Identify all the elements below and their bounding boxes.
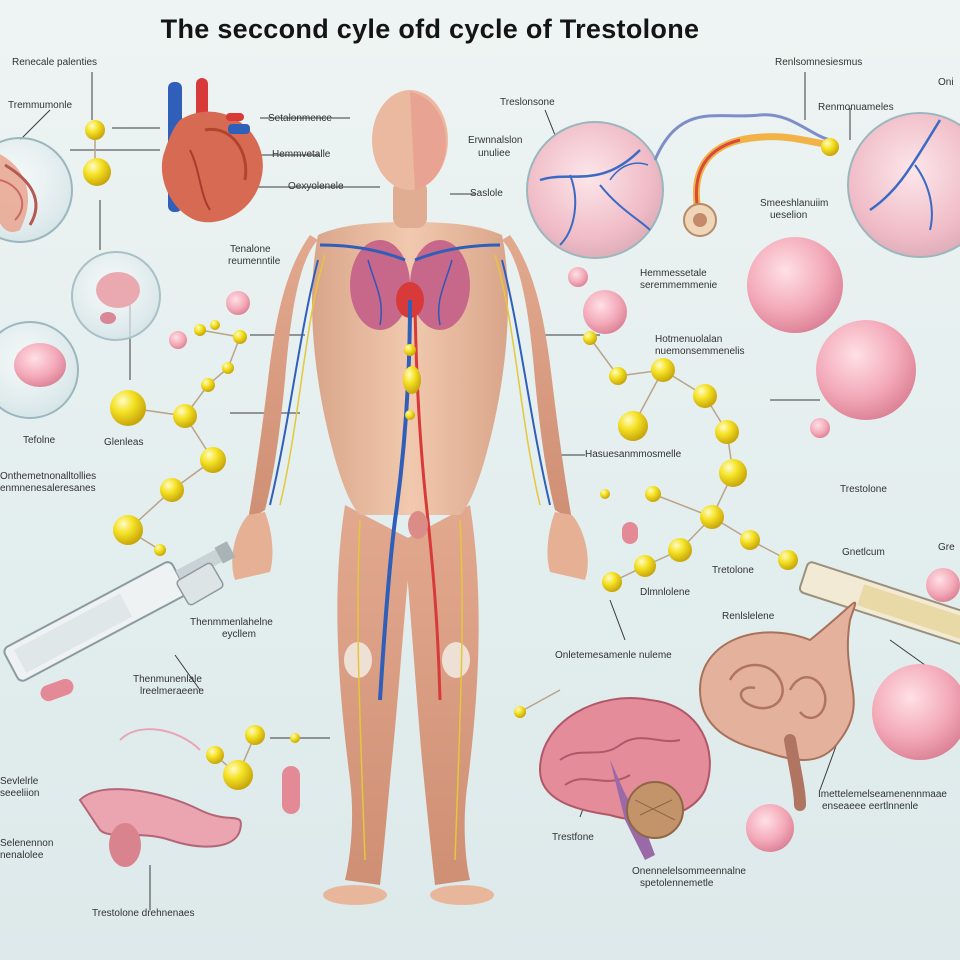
label-brain: Trestfone — [552, 832, 594, 843]
label-mid-center-2b: nuemonsemmenelis — [655, 346, 745, 357]
diagram-title: The seccond cyle ofd cycle of Trestolone — [160, 14, 700, 44]
syringe-left — [3, 541, 236, 682]
yellow-balls — [83, 120, 839, 790]
cell-top-left — [0, 137, 73, 243]
label-left-bottom-1b: seeeliion — [0, 788, 40, 799]
syringe-right — [798, 561, 960, 653]
label-trem-b: lreelmeraeene — [140, 686, 204, 697]
label-trans-a: Tenalone — [230, 244, 271, 255]
label-left-long-b: enmnenesaleresanes — [0, 483, 96, 494]
label-left-tefolne: Tefolne — [23, 435, 56, 446]
label-heart-3: Oexyolenele — [288, 181, 344, 192]
label-mid-center-2a: Hotmenuolalan — [655, 334, 723, 345]
label-gut-b: enseaeee eertlnnenle — [822, 801, 919, 812]
label-trem-a: Thenmunenlale — [133, 674, 202, 685]
label-hormone-b: eycllem — [222, 629, 256, 640]
label-tretolone: Tretolone — [712, 565, 754, 576]
label-bottom-left: Trestolone drehnenaes — [92, 908, 195, 919]
label-left-bottom-2b: nenalolee — [0, 850, 44, 861]
label-top-right-3: Oni — [938, 77, 954, 88]
label-top-center-2b: unuliee — [478, 148, 511, 159]
brain — [538, 697, 711, 860]
label-right-trestolone: Trestolone — [840, 484, 887, 495]
label-renlslelene: Renlslelene — [722, 611, 775, 622]
label-left-bottom-1a: Sevlelrle — [0, 776, 39, 787]
cell-top-right — [847, 112, 960, 258]
label-left-glenleas: Glenleas — [104, 437, 144, 448]
pink-spheres-right — [169, 237, 960, 852]
label-right-gnetlcum: Gnetlcum — [842, 547, 885, 558]
cell-left-lower — [0, 321, 79, 419]
label-hormone-a: Thenmmenlahelne — [190, 617, 273, 628]
human-figure — [232, 90, 588, 905]
heart — [161, 78, 263, 223]
cell-left-middle — [71, 251, 161, 341]
label-mid-center-1b: seremmemmenie — [640, 280, 718, 291]
label-trans-b: reumenntile — [228, 256, 281, 267]
label-mid-right-1a: Smeeshlanuiim — [760, 198, 829, 209]
label-left-bottom-2a: Selenennon — [0, 838, 54, 849]
label-mid-right-1b: ueselion — [770, 210, 808, 221]
label-right-gre: Gre — [938, 542, 955, 553]
label-top-center-3: Saslole — [470, 188, 503, 199]
reproductive-organ — [78, 728, 242, 867]
capsules — [40, 522, 638, 814]
label-top-left: Renecale palenties — [12, 57, 98, 68]
label-dlmnlolene: Dlmnlolene — [640, 587, 691, 598]
label-top-center-1: Treslonsone — [500, 97, 555, 108]
label-onletemesamenle: Onletemesamenle nuleme — [555, 650, 672, 661]
label-heart-1: Setalonmence — [268, 113, 332, 124]
intestine — [698, 601, 857, 811]
label-mid-center-1a: Hemmessetale — [640, 268, 707, 279]
label-center-right: Hasuesanmmosmelle — [585, 449, 682, 460]
label-heart-2: Hemmvetalle — [272, 149, 331, 160]
label-top-left-2: Tremmumonle — [8, 100, 73, 111]
vessel-tube — [653, 113, 831, 237]
label-top-right-2: Renmonuameles — [818, 102, 894, 113]
label-left-long-a: Onthemetnonalltollies — [0, 471, 97, 482]
label-brain-2b: spetolennemetle — [640, 878, 714, 889]
label-brain-2a: Onennelelsommeennalne — [632, 866, 746, 877]
label-top-center-2a: Erwnnalslon — [468, 135, 523, 146]
label-gut-a: Imettelemelseamenennmaae — [818, 789, 947, 800]
label-top-right-1: Renlsomnesiesmus — [775, 57, 863, 68]
cell-top-center — [526, 121, 664, 259]
